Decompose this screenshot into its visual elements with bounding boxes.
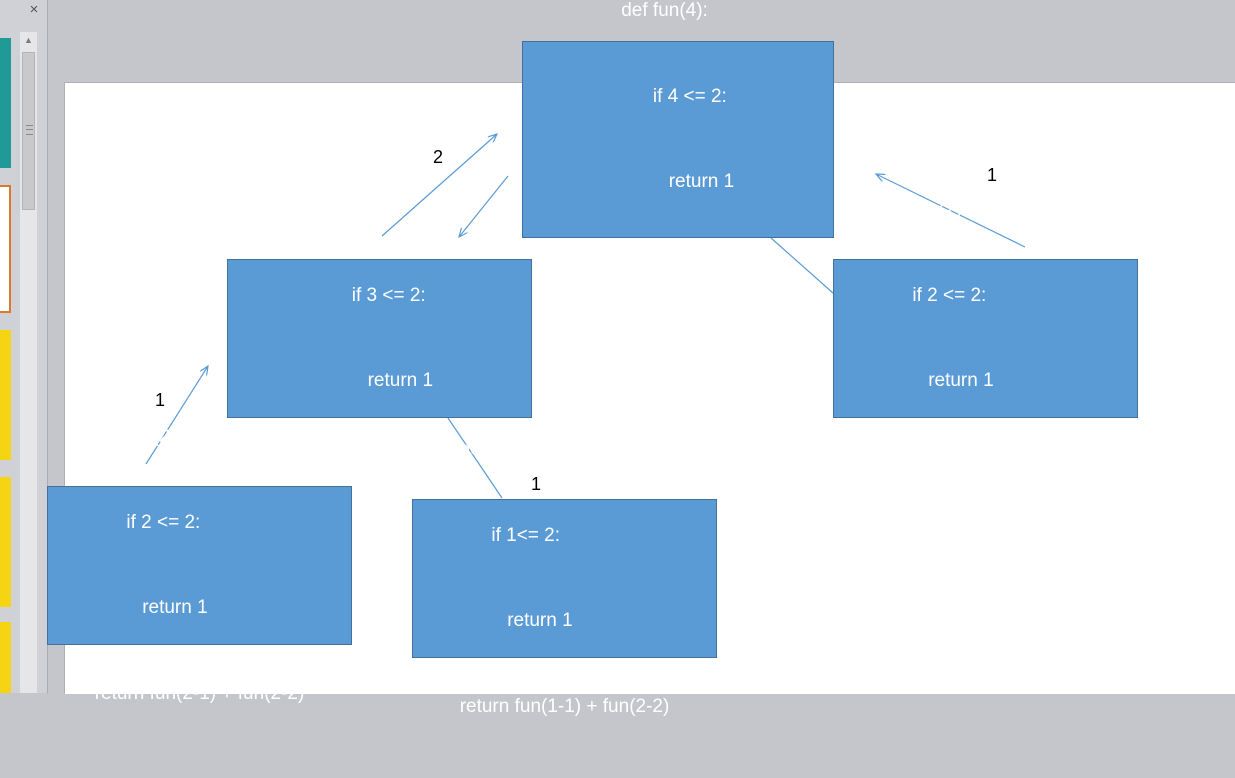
diagram-connectors <box>145 0 1026 499</box>
close-pane-icon[interactable]: × <box>29 1 39 18</box>
slide-thumbnail[interactable] <box>0 622 11 693</box>
code-box-fun2-left[interactable]: def fun(2): if 2 <= 2: return 1 return f… <box>47 426 352 704</box>
slide-thumbnail-selected[interactable] <box>0 185 11 313</box>
code-text: def fun(4): if 4 <= 2: return 1 return 2… <box>621 0 735 339</box>
code-box-fun3[interactable]: def fun(3): if 3 <= 2: return 1 return 1… <box>227 199 532 477</box>
code-line: return 1 <box>94 597 208 618</box>
return-arrow-fun3-to-fun4 <box>381 134 497 237</box>
code-line: def fun(2): <box>880 199 968 220</box>
code-line: if 2 <= 2: <box>880 284 987 306</box>
code-line: return fun(2-1) + fun(2-2) <box>94 682 305 704</box>
code-text: def fun(2): if 2 <= 2: return 1 return f… <box>881 139 1091 538</box>
code-line: return fun(2-1) + fun(2-2) <box>880 455 1091 477</box>
slide-thumbnail-pane: × ▲ <box>0 0 48 693</box>
code-line: return 1 <box>320 370 434 391</box>
code-line: if 4 <= 2: <box>621 85 727 107</box>
scrollbar-thumb[interactable] <box>22 52 35 210</box>
code-line: return fun(1-1) + fun(2-2) <box>459 695 670 717</box>
scroll-up-icon[interactable]: ▲ <box>24 35 33 45</box>
code-box-fun1[interactable]: def fun(1): if 1<= 2: return 1 return fu… <box>412 439 717 717</box>
code-text: def fun(1): if 1<= 2: return 1 return fu… <box>460 379 670 778</box>
code-line: return 1 <box>459 610 573 631</box>
edge-label-fun1-to-fun3: 1 <box>531 474 542 494</box>
connector-fun4-to-fun2right <box>770 237 834 294</box>
edge-label-fun2right-to-fun4: 1 <box>987 165 998 185</box>
code-line: def fun(3): <box>320 199 407 220</box>
call-arrow-fun4-to-fun3 <box>459 175 509 237</box>
slide-thumbnail[interactable] <box>0 38 11 168</box>
grip-icon <box>26 125 33 135</box>
connector-fun3-to-fun1 <box>447 417 503 499</box>
code-line: if 3 <= 2: <box>320 284 426 306</box>
code-line: return 2+ 1 <box>621 256 735 278</box>
code-box-fun4[interactable]: def fun(4): if 4 <= 2: return 1 return 2… <box>522 0 834 278</box>
code-line: def fun(2): <box>94 426 182 447</box>
code-line: if 2 <= 2: <box>94 511 201 533</box>
slide-thumbnail[interactable] <box>0 477 11 607</box>
code-box-fun2-right[interactable]: def fun(2): if 2 <= 2: return 1 return f… <box>833 199 1138 477</box>
edge-label-fun3-to-fun4: 2 <box>433 147 444 167</box>
code-line: return 1 <box>880 370 994 391</box>
return-arrow-fun2right-to-fun4 <box>876 174 1026 248</box>
code-line: return 1 + 1 <box>320 455 439 477</box>
code-line: def fun(1): <box>459 439 547 460</box>
code-text: def fun(2): if 2 <= 2: return 1 return f… <box>95 366 305 765</box>
code-line: return 1 <box>621 171 735 192</box>
thumbnail-scrollbar[interactable]: ▲ <box>20 32 37 693</box>
edge-label-fun2left-to-fun3: 1 <box>155 390 166 410</box>
slide-thumbnail[interactable] <box>0 330 11 460</box>
code-line: def fun(4): <box>621 0 708 21</box>
return-arrow-fun2left-to-fun3 <box>145 366 208 465</box>
code-text: def fun(3): if 3 <= 2: return 1 return 1… <box>320 139 439 538</box>
code-line: if 1<= 2: <box>459 524 561 546</box>
